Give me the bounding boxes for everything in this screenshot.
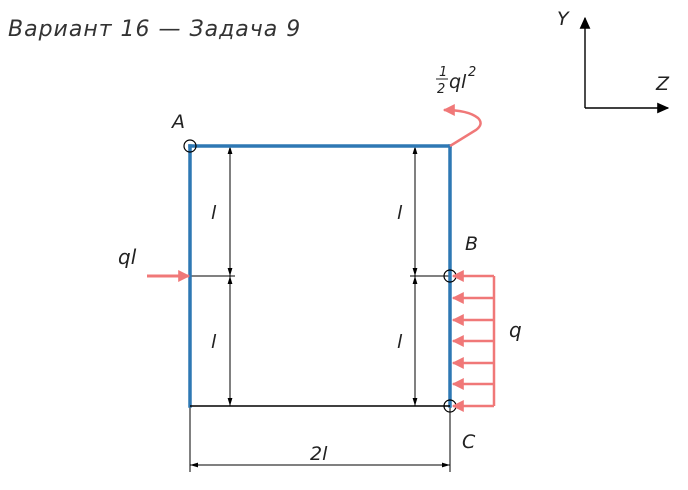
dim-label-left-upper: l [211,202,217,224]
moment-label-exponent: 2 [468,65,476,80]
moment-label: 1 2 ql 2 [436,65,476,97]
moment-label-numerator: 1 [439,65,447,80]
dim-label-right-upper: l [397,202,403,224]
z-axis-label: Z [655,73,670,95]
point-label-c: C [462,431,476,453]
moment-label-denominator: 2 [437,82,445,97]
point-label-b: B [465,233,478,255]
dimension-lines [189,145,451,472]
dim-label-left-lower: l [211,331,217,353]
distributed-load [451,270,496,412]
coordinate-axes: Y Z [557,8,670,114]
dim-label-bottom: 2l [310,443,328,465]
point-label-a: A [170,111,185,133]
task-title: Вариант 16 — Задача 9 [8,17,301,42]
node-a-circle [183,139,197,153]
dim-label-right-lower: l [397,331,403,353]
moment-arrow [442,104,482,148]
y-axis-label: Y [557,8,570,30]
moment-label-body: ql [449,71,467,93]
distributed-load-label: q [509,318,522,342]
point-force-label: ql [118,245,137,269]
